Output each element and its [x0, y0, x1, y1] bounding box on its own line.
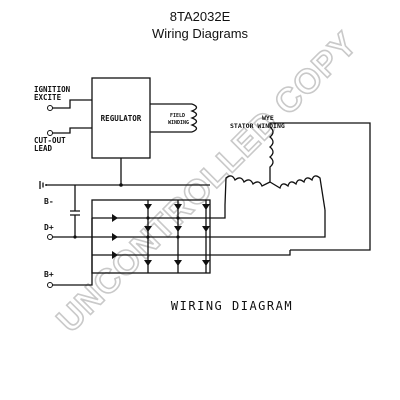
wye-label-line1: WYE [262, 114, 274, 122]
b-plus-label: B+ [44, 270, 54, 279]
watermark-text: UNCONTROLLED COPY [50, 25, 365, 340]
wye-stator-winding [210, 122, 371, 256]
ignition-label-line2: EXCITE [34, 93, 62, 102]
cutout-label-line2: LEAD [34, 144, 53, 153]
ignition-label-line1: IGNITION [34, 85, 71, 94]
d-plus-terminal [47, 234, 53, 240]
capacitor-icon [70, 210, 80, 216]
ignition-terminal [47, 105, 53, 111]
cutout-terminal [47, 130, 53, 136]
diagram-heading: Wiring Diagrams [151, 26, 249, 41]
field-label-line1: FIELD [170, 113, 185, 119]
d-plus-label: D+ [44, 223, 54, 232]
field-winding-coil [190, 103, 198, 133]
b-plus-wire [52, 218, 93, 286]
cutout-wire [52, 127, 92, 134]
part-number-title: 8TA2032E [169, 9, 231, 24]
ground-icon [39, 181, 47, 189]
cutout-label-line1: CUT-OUT [34, 136, 66, 145]
regulator-label: REGULATOR [101, 114, 142, 123]
diagram-caption: WIRING DIAGRAM [171, 299, 293, 313]
b-minus-label: B- [44, 197, 54, 206]
b-plus-terminal [47, 282, 53, 288]
diode-bridge [91, 199, 211, 274]
wye-label-line2: STATOR WINDING [230, 122, 285, 130]
field-label-line2: WINDING [168, 120, 189, 126]
ignition-wire [52, 99, 92, 109]
